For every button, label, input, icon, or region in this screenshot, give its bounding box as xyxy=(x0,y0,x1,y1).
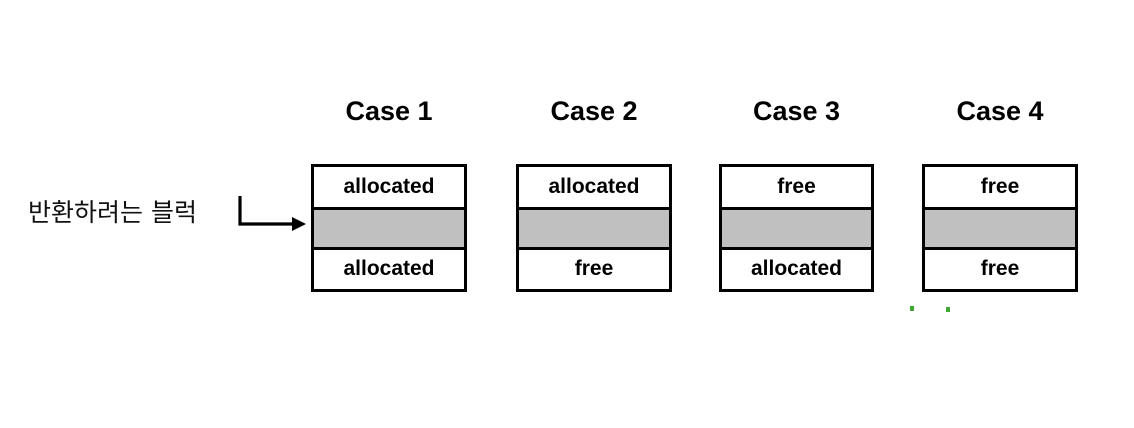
block-row-bottom-case-2: free xyxy=(519,249,669,290)
memory-block-case-2: allocated free xyxy=(516,164,672,292)
block-row-target-case-3 xyxy=(722,207,871,250)
block-row-bottom-case-1: allocated xyxy=(314,249,464,290)
block-row-bottom-case-4: free xyxy=(925,249,1075,290)
block-row-target-case-1 xyxy=(314,207,464,250)
case-title-2: Case 2 xyxy=(550,96,638,126)
case-title-1: Case 1 xyxy=(345,96,433,126)
memory-block-case-1: allocated allocated xyxy=(311,164,467,292)
block-row-bottom-case-3: allocated xyxy=(722,249,871,290)
target-block-annotation-label: 반환하려는 블럭 xyxy=(28,198,197,227)
block-row-top-case-1: allocated xyxy=(314,167,464,208)
image-artifact-speck xyxy=(946,307,950,312)
case-title-4: Case 4 xyxy=(956,96,1044,126)
case-title-3: Case 3 xyxy=(752,96,841,126)
arrow-right-icon xyxy=(238,196,306,231)
memory-block-case-4: free free xyxy=(922,164,1078,292)
block-row-top-case-4: free xyxy=(925,167,1075,208)
block-row-top-case-3: free xyxy=(722,167,871,208)
block-row-target-case-4 xyxy=(925,207,1075,250)
memory-block-case-3: free allocated xyxy=(719,164,874,292)
image-artifact-speck xyxy=(910,306,914,311)
block-row-top-case-2: allocated xyxy=(519,167,669,208)
block-row-target-case-2 xyxy=(519,207,669,250)
